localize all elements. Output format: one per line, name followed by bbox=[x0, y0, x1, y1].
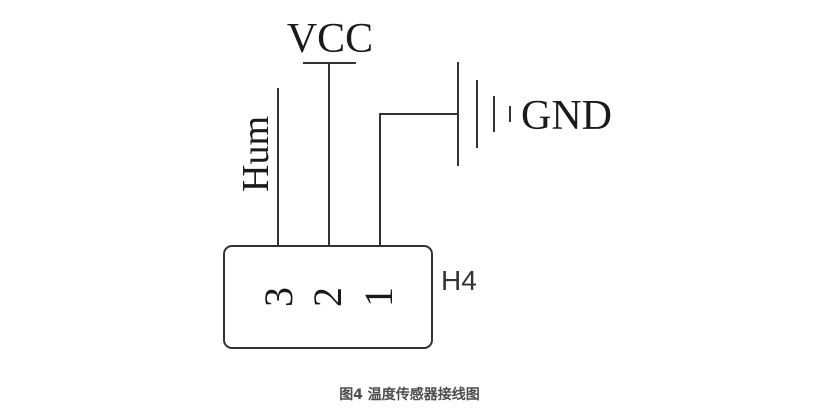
ground-symbol bbox=[457, 62, 511, 166]
gnd-label: GND bbox=[521, 93, 612, 139]
pin-number: 2 bbox=[305, 287, 350, 307]
vcc-label: VCC bbox=[287, 16, 373, 62]
hum-label: Hum bbox=[235, 116, 277, 192]
pin-number: 3 bbox=[256, 287, 301, 307]
pin1-wire bbox=[379, 113, 458, 245]
connector-h4-body bbox=[223, 245, 433, 349]
pin-number: 1 bbox=[356, 287, 401, 307]
connector-label: H4 bbox=[441, 265, 477, 296]
figure-caption: 图4 温度传感器接线图 bbox=[339, 387, 480, 403]
